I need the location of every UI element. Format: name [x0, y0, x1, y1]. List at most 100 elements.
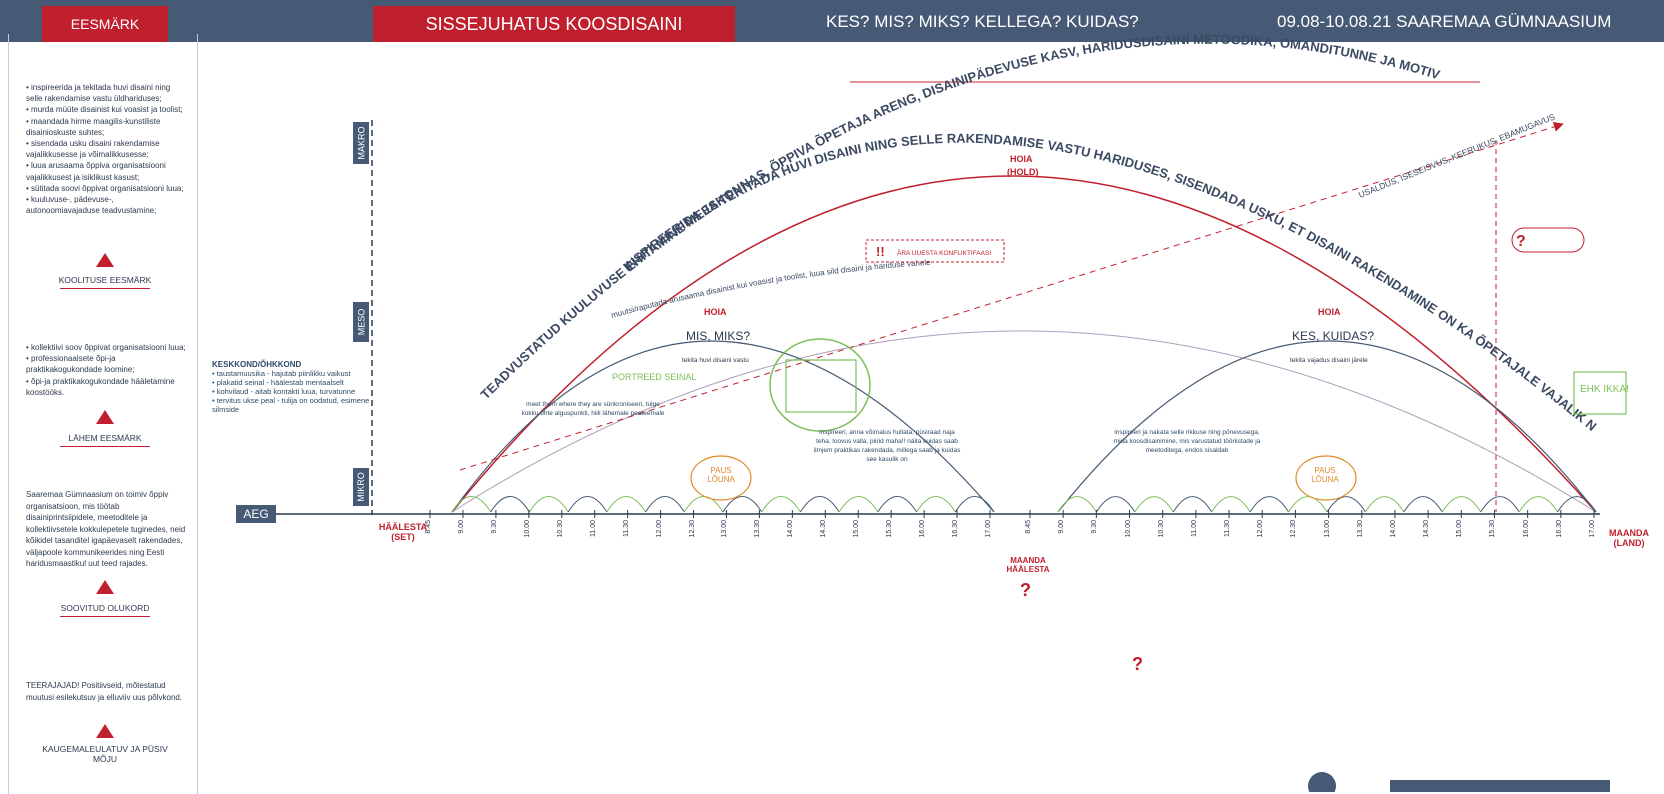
time-label: 17.00: [985, 520, 992, 538]
time-label: 15.00: [853, 520, 861, 538]
green-idea-box: [785, 359, 857, 413]
question-bubble: [1511, 227, 1585, 253]
training-goals-list: • inspireerida ja tekitada huvi disaini …: [26, 82, 186, 216]
time-label: 10.00: [523, 520, 531, 538]
micro-arc: [567, 496, 608, 513]
time-label: 16.30: [1555, 520, 1563, 538]
time-label: 9.30: [1091, 520, 1099, 534]
context-items: • taustamuusika - hajutab piinlikku vaik…: [212, 369, 382, 414]
near-goal-rule: [60, 446, 150, 447]
training-goal-item: • sütitada soovi õppivat organisatsiooni…: [26, 183, 184, 193]
meso-arc-day1: [451, 340, 995, 513]
header-date-place: 09.08-10.08.21 SAAREMAA GÜMNAASIUM: [1277, 12, 1612, 31]
micro-arc: [761, 496, 801, 513]
end-label: MAANDA (LAND): [1609, 528, 1649, 548]
aeg-label: AEG: [236, 505, 276, 523]
axis-makro-label: MAKRO: [353, 122, 369, 164]
time-label: 9.00: [1058, 520, 1066, 534]
mis-miks-title: MIS, MIKS?: [686, 329, 750, 343]
conflict-exclaim-icon: !!: [876, 244, 885, 259]
context-item: • taustamuusika - hajutab piinlikku vaik…: [212, 369, 351, 378]
trust-arrow: [459, 122, 1564, 471]
time-label: 10.00: [1124, 520, 1132, 538]
hold-top-en: (HOLD): [1007, 167, 1039, 177]
time-label: 15.30: [886, 520, 894, 538]
meso-arc-wide: [451, 330, 1597, 513]
time-label: 8.45: [425, 520, 432, 534]
time-label: 9.00: [457, 520, 465, 534]
micro-arc: [1057, 496, 1097, 513]
context-item: • kohvilaud - aitab kontakti luua, turva…: [212, 387, 356, 396]
micro-arc: [722, 496, 763, 513]
paus2-label: PAUS LÕUNA: [1311, 466, 1339, 484]
training-goal-item: • maandada hirme maagilis-kunstiliste di…: [26, 116, 161, 137]
context-title: KESKKOND/ÕHKKOND: [212, 360, 302, 369]
hoia-left: HOIA: [704, 307, 727, 317]
training-goal-item: • inspireerida ja tekitada huvi disaini …: [26, 83, 171, 104]
micro-arc: [916, 496, 956, 513]
time-label: 14.30: [820, 520, 828, 538]
goal-tab: EESMÄRK: [42, 6, 168, 42]
micro-arc: [645, 496, 685, 513]
hoia-right: HOIA: [1318, 307, 1341, 317]
micro-arc: [877, 496, 917, 513]
meso-arc-day2: [1057, 340, 1597, 513]
time-label: 13.00: [721, 520, 729, 538]
time-label: 17.00: [1589, 520, 1596, 538]
micro-arc: [1249, 496, 1289, 513]
micro-arc: [1288, 496, 1328, 513]
footer-logo-icon: [1308, 772, 1336, 792]
time-label: 16.00: [1522, 520, 1530, 538]
micro-arc: [1557, 496, 1597, 513]
micro-arc: [1365, 496, 1405, 513]
header-bar: [0, 0, 1664, 42]
time-label: 13.00: [1323, 520, 1331, 538]
training-goal-triangle-icon: [96, 253, 114, 267]
time-label: 14.00: [787, 520, 795, 538]
micro-arc: [1096, 496, 1136, 513]
micro-arc: [1211, 496, 1251, 513]
day1-center-note: inspireeri, anna võimalus hullata, püsir…: [813, 429, 961, 463]
micro-arc: [1172, 496, 1213, 513]
mid-label: MAANDA HÄÄLESTA: [1006, 556, 1050, 574]
desired-state-rule: [60, 616, 150, 617]
day1-left-note: meet them where they are sünkroniseeri, …: [521, 401, 665, 417]
micro-arcs: [451, 496, 1597, 513]
time-label: 12.00: [655, 520, 663, 538]
context-item: • tervitus ukse peal - tulija on oodatud…: [212, 396, 370, 414]
time-label: 13.30: [1356, 520, 1364, 538]
micro-arc: [954, 496, 995, 513]
day2-center-note: inspireeri ja nakata selle rikkuse ning …: [1113, 429, 1261, 454]
time-label: 12.00: [1257, 520, 1265, 538]
near-goal-item: • professionaalsete õpi-ja praktikakoguk…: [26, 354, 135, 375]
trust-text: USALDUS, ISESEISVUS, KEERUKUS, EBAMUGAVU…: [1357, 111, 1557, 199]
near-goal-item: • õpi-ja praktikakogukondade hääletamine…: [26, 376, 175, 397]
time-label: 15.30: [1489, 520, 1497, 538]
question-mark-icon-2: ?: [1132, 654, 1143, 674]
mis-miks-sub: tekita huvi disaini vastu: [682, 357, 749, 364]
desired-state-triangle-icon: [96, 580, 114, 594]
micro-arc: [1441, 496, 1482, 513]
paus2-circle: [1295, 455, 1357, 501]
paus1-label: PAUS LÕUNA: [707, 466, 735, 484]
near-goal-item: • kollektiivi soov õppivat organisatsioo…: [26, 343, 186, 352]
micro-arc: [800, 496, 840, 513]
hold-top: HOIA: [1010, 154, 1033, 164]
desired-state-label: SOOVITUD OLUKORD: [60, 603, 150, 613]
green-idea-circle: [769, 338, 871, 432]
context-block: KESKKOND/ÕHKKOND • taustamuusika - hajut…: [212, 360, 382, 414]
micro-arc: [1518, 496, 1558, 513]
micro-arc: [1326, 496, 1366, 513]
micro-arc: [529, 496, 569, 513]
micro-arc: [451, 496, 492, 513]
training-goal-item: • kuuluvuse-, pädevuse-, autonoomiavajad…: [26, 195, 157, 216]
near-goals-list: • kollektiivi soov õppivat organisatsioo…: [26, 342, 186, 398]
axis-mikro-label: MIKRO: [353, 468, 369, 506]
time-label: 14.00: [1389, 520, 1397, 538]
micro-arc: [1403, 496, 1443, 513]
green-portreed-text: PORTREED SEINAL: [612, 372, 696, 382]
macro-arc: [451, 175, 1597, 513]
training-goal-label: KOOLITUSE EESMÄRK: [58, 275, 152, 285]
training-goal-item: • sisendada usku disaini rakendamise vaj…: [26, 139, 160, 160]
axis-meso-label: MESO: [353, 302, 369, 342]
